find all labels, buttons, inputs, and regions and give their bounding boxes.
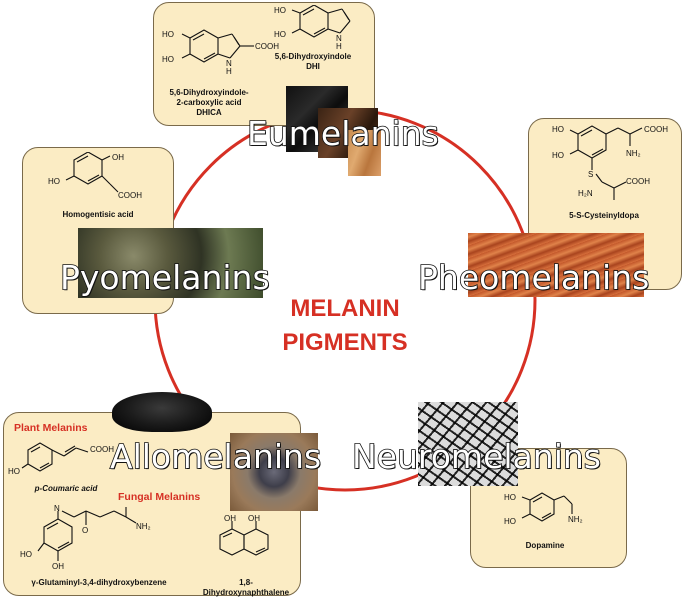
svg-text:COOH: COOH — [255, 42, 279, 51]
red-hair-photo — [468, 233, 644, 297]
svg-text:NH₂: NH₂ — [568, 515, 583, 524]
svg-text:H: H — [336, 42, 342, 50]
dhn-structure: OH OH — [219, 515, 269, 556]
svg-text:H: H — [226, 67, 232, 76]
svg-text:COOH: COOH — [644, 125, 668, 134]
svg-text:HO: HO — [504, 517, 516, 526]
glutaminyl-label: γ-Glutaminyl-3,4-dihydroxybenzene — [31, 578, 167, 587]
pyomelanins-label: Pyomelanins — [59, 257, 270, 298]
center-title-line1: MELANIN — [290, 295, 400, 322]
svg-text:S: S — [588, 170, 593, 179]
coumaric-structure: HO COOH — [8, 442, 114, 476]
svg-text:H: H — [54, 505, 60, 507]
eumelanins-label: Eumelanins — [246, 113, 439, 154]
svg-text:HO: HO — [552, 151, 564, 160]
svg-text:COOH: COOH — [90, 445, 114, 454]
neuromelanins-label: Neuromelanins — [351, 436, 602, 477]
svg-text:OH: OH — [52, 562, 64, 571]
svg-text:OH: OH — [224, 515, 236, 523]
svg-text:HO: HO — [162, 30, 174, 39]
svg-text:HO: HO — [552, 125, 564, 134]
svg-text:HO: HO — [504, 493, 516, 502]
svg-text:HO: HO — [8, 467, 20, 476]
dopamine-structure: HO HO NH₂ — [504, 492, 583, 526]
pheomelanins-label: Pheomelanins — [417, 257, 650, 298]
svg-text:N: N — [226, 59, 232, 68]
blonde-hair-photo — [348, 130, 381, 176]
svg-text:HO: HO — [20, 550, 32, 559]
svg-text:NH₂: NH₂ — [136, 522, 151, 531]
plant-melanins-heading: Plant Melanins — [14, 422, 88, 434]
fungal-melanins-heading: Fungal Melanins — [118, 491, 201, 503]
dopamine-label: Dopamine — [525, 541, 565, 550]
dhica-structure: HO HO COOH N H — [162, 29, 279, 76]
svg-text:N: N — [336, 34, 342, 43]
homogentisic-structure: OH HO COOH — [48, 152, 142, 200]
center-title: MELANIN PIGMENTS — [255, 292, 435, 360]
svg-text:N: N — [54, 505, 60, 513]
svg-text:COOH: COOH — [118, 191, 142, 200]
fungal-colony-photo — [230, 433, 318, 511]
svg-text:HO: HO — [48, 177, 60, 186]
svg-text:O: O — [82, 526, 88, 535]
center-title-line2: PIGMENTS — [282, 329, 408, 356]
fungus-colony-photo — [78, 228, 263, 298]
svg-text:COOH: COOH — [626, 177, 650, 186]
svg-text:HO: HO — [274, 6, 286, 15]
svg-text:OH: OH — [112, 153, 124, 162]
allomelanins-label: Allomelanins — [109, 436, 322, 477]
svg-text:HO: HO — [274, 30, 286, 39]
svg-text:NH₂: NH₂ — [626, 149, 641, 158]
svg-text:COOH: COOH — [120, 505, 144, 507]
glutaminyl-structure: N H O COOH NH₂ HO OH — [20, 505, 151, 571]
cysteinyldopa-label: 5-S-Cysteinyldopa — [569, 211, 639, 220]
dhn-label: 1,8-Dihydroxynaphthalene — [202, 578, 290, 597]
svg-text:H₂N: H₂N — [578, 189, 593, 198]
svg-text:HO: HO — [162, 55, 174, 64]
neuron-network-photo — [418, 402, 518, 486]
dhi-structure: HO HO N H — [274, 5, 351, 50]
cysteinyldopa-structure: COOH NH₂ HO HO S H₂N COOH — [552, 125, 668, 200]
coumaric-label: p-Coumaric acid — [34, 484, 98, 493]
black-seeds-photo — [112, 392, 212, 432]
svg-text:OH: OH — [248, 515, 260, 523]
homogentisic-label: Homogentisic acid — [62, 210, 134, 219]
